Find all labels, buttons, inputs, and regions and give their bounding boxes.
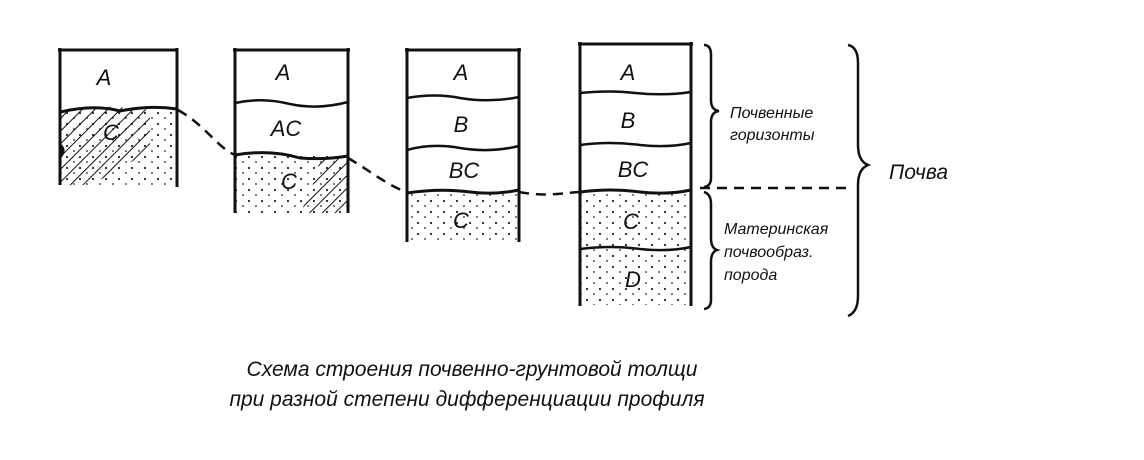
- horizon-label-bc: BC: [618, 157, 649, 182]
- horizon-boundary-bc-c: [579, 188, 692, 195]
- parent-rock-label-line-1: Материнская: [724, 221, 829, 238]
- horizon-boundary-c-d: [579, 245, 692, 252]
- soil-boundary-dashed-line: [177, 108, 852, 196]
- horizon-label-c: C: [103, 120, 119, 145]
- caption-line-1: Схема строения почвенно-грунтовой толщи: [247, 358, 698, 381]
- horizon-label-a: A: [274, 60, 291, 85]
- soil-big-brace: [847, 43, 872, 318]
- horizon-label-d: D: [625, 267, 641, 292]
- horizon-label-b: B: [621, 108, 636, 133]
- horizon-boundary-a-c: [59, 105, 178, 114]
- profile-3: A B BC C: [405, 48, 521, 242]
- horizon-boundary-a-b: [579, 90, 692, 96]
- horizon-boundary-b-bc: [406, 144, 520, 152]
- profile-2: A AC C: [233, 48, 350, 213]
- dashed-segment-3-4: [518, 190, 581, 196]
- parent-rock-label-line-2: почвообраз.: [724, 244, 813, 261]
- horizon-boundary-a-b: [406, 94, 520, 102]
- dashed-segment-1-2: [177, 108, 236, 157]
- horizon-c-dots-fill: [407, 192, 519, 242]
- profile-4: A B BC C D: [578, 42, 693, 306]
- horizon-label-a: A: [452, 60, 469, 85]
- horizon-label-a: A: [95, 65, 112, 90]
- horizon-c-hatch-fill: [60, 107, 150, 185]
- parent-rock-label-line-3: порода: [724, 267, 777, 284]
- horizon-label-a: A: [619, 60, 636, 85]
- caption-line-2: при разной степени дифференциации профил…: [229, 388, 704, 411]
- soil-horizons-brace: [703, 43, 720, 189]
- horizon-boundary-b-bc: [579, 141, 692, 148]
- soil-horizons-label-line-2: горизонты: [730, 127, 815, 144]
- soil-label: Почва: [889, 161, 948, 184]
- horizon-boundary-a-ac: [234, 99, 349, 108]
- horizon-c-hatch-fill: [300, 158, 348, 213]
- horizon-label-c: C: [623, 209, 639, 234]
- horizon-boundary-bc-c: [406, 188, 520, 195]
- horizon-label-ac: AC: [269, 116, 302, 141]
- horizon-label-c: C: [281, 169, 297, 194]
- horizon-label-c: C: [453, 208, 469, 233]
- horizon-boundary-ac-c: [234, 151, 349, 161]
- horizon-label-bc: BC: [449, 158, 480, 183]
- dashed-segment-2-3: [347, 156, 408, 194]
- horizon-label-b: B: [454, 112, 469, 137]
- soil-horizons-label-line-1: Почвенные: [730, 105, 813, 122]
- profile-1: A C: [58, 48, 179, 187]
- parent-rock-brace: [703, 190, 721, 311]
